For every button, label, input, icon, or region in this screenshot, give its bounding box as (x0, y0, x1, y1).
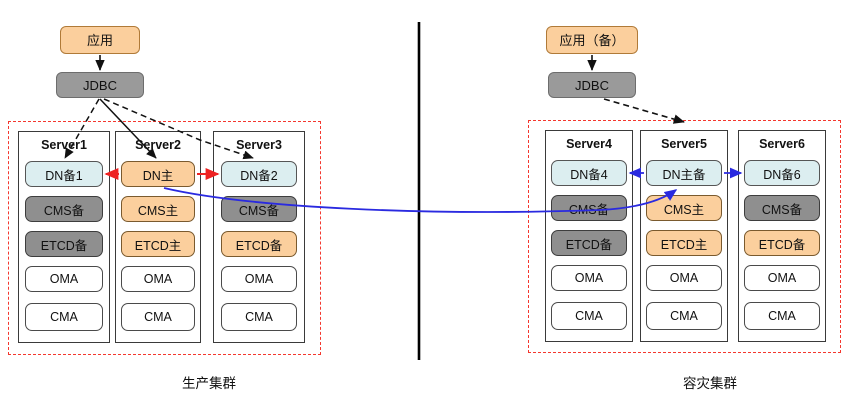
component-cms-server4: CMS备 (551, 195, 627, 221)
server-title-server5: Server5 (661, 137, 707, 151)
component-oma-server5: OMA (646, 265, 722, 291)
component-cms-server5: CMS主 (646, 195, 722, 221)
component-cms-server3: CMS备 (221, 196, 297, 222)
server-title-server1: Server1 (41, 138, 87, 152)
component-cma-server1: CMA (25, 303, 103, 331)
component-etcd-server2: ETCD主 (121, 231, 195, 257)
left-app-box: 应用 (60, 26, 140, 54)
component-cma-server2: CMA (121, 303, 195, 331)
component-cms-server2: CMS主 (121, 196, 195, 222)
component-oma-server6: OMA (744, 265, 820, 291)
server-title-server6: Server6 (759, 137, 805, 151)
component-dn-server4: DN备4 (551, 160, 627, 186)
component-cma-server6: CMA (744, 302, 820, 330)
server-title-server4: Server4 (566, 137, 612, 151)
component-etcd-server6: ETCD备 (744, 230, 820, 256)
caption-dr-cluster: 容灾集群 (683, 376, 737, 391)
server-title-server2: Server2 (135, 138, 181, 152)
component-dn-server1: DN备1 (25, 161, 103, 187)
component-oma-server1: OMA (25, 266, 103, 292)
component-cma-server3: CMA (221, 303, 297, 331)
component-cma-server5: CMA (646, 302, 722, 330)
right-app-box: 应用（备） (546, 26, 638, 54)
component-dn-server3: DN备2 (221, 161, 297, 187)
component-etcd-server4: ETCD备 (551, 230, 627, 256)
component-etcd-server5: ETCD主 (646, 230, 722, 256)
component-cms-server1: CMS备 (25, 196, 103, 222)
component-etcd-server1: ETCD备 (25, 231, 103, 257)
right-jdbc-box: JDBC (548, 72, 636, 98)
component-oma-server4: OMA (551, 265, 627, 291)
component-dn-server2: DN主 (121, 161, 195, 187)
component-cms-server6: CMS备 (744, 195, 820, 221)
arrow-right-jdbc-to-server5 (603, 98, 685, 124)
component-dn-server5: DN主备 (646, 160, 722, 186)
component-cma-server4: CMA (551, 302, 627, 330)
component-oma-server3: OMA (221, 266, 297, 292)
component-dn-server6: DN备6 (744, 160, 820, 186)
caption-production-cluster: 生产集群 (182, 376, 236, 391)
component-etcd-server3: ETCD备 (221, 231, 297, 257)
left-jdbc-box: JDBC (56, 72, 144, 98)
server-title-server3: Server3 (236, 138, 282, 152)
component-oma-server2: OMA (121, 266, 195, 292)
